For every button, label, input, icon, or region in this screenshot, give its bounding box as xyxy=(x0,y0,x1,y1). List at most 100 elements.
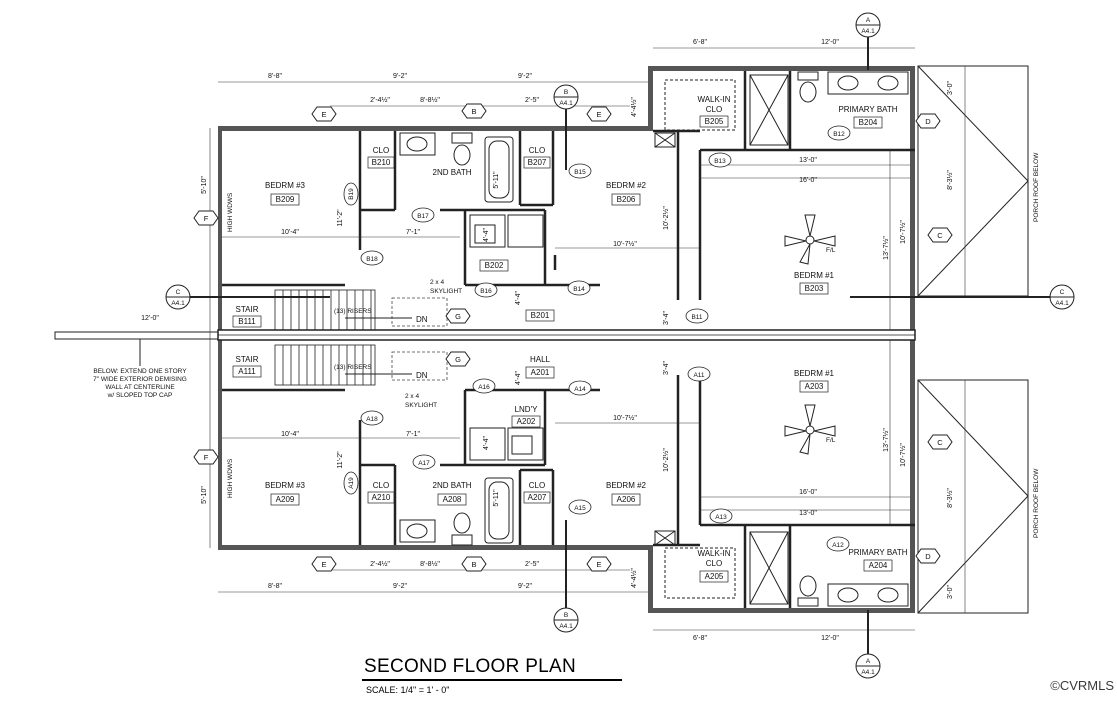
skylight-label: SKYLIGHT xyxy=(405,402,437,409)
svg-text:8'-8": 8'-8" xyxy=(268,73,282,80)
room-name: STAIR xyxy=(236,305,259,314)
room-tag: B111 xyxy=(238,317,256,326)
room-name: WALK-IN xyxy=(697,549,730,558)
svg-text:A4.1: A4.1 xyxy=(1055,300,1069,307)
room-tag: B206 xyxy=(617,195,636,204)
svg-text:B16: B16 xyxy=(480,288,492,295)
svg-text:10'-7½": 10'-7½" xyxy=(899,443,907,467)
fan-label: F/L xyxy=(826,437,836,444)
room-tag-boxes xyxy=(232,115,893,583)
risers-label: (13) RISERS xyxy=(334,364,372,371)
svg-text:B19: B19 xyxy=(348,188,355,200)
svg-text:A18: A18 xyxy=(366,416,378,423)
scale-label: SCALE: 1/4" = 1' - 0" xyxy=(366,685,449,695)
svg-text:A16: A16 xyxy=(478,384,490,391)
high-windows-label: HIGH WDWS xyxy=(227,458,234,498)
room-name: CLO xyxy=(373,481,389,490)
svg-text:C: C xyxy=(1060,289,1065,296)
svg-text:12'-0": 12'-0" xyxy=(141,315,159,322)
svg-text:13'-7½": 13'-7½" xyxy=(882,236,890,260)
demising-note: w/ SLOPED TOP CAP xyxy=(107,392,173,399)
page-title: SECOND FLOOR PLAN xyxy=(364,656,576,677)
svg-text:A4.1: A4.1 xyxy=(559,100,573,107)
svg-text:8'-3½": 8'-3½" xyxy=(946,488,954,508)
svg-text:E: E xyxy=(596,560,601,569)
svg-text:9'-2": 9'-2" xyxy=(393,583,407,590)
skylights xyxy=(391,297,448,381)
svg-text:2'-4½": 2'-4½" xyxy=(370,96,390,104)
room-name: LND'Y xyxy=(515,405,539,414)
svg-text:F: F xyxy=(204,214,209,223)
svg-text:12'-0": 12'-0" xyxy=(821,39,839,46)
svg-text:10'-2½": 10'-2½" xyxy=(662,448,670,472)
svg-text:B: B xyxy=(471,107,476,116)
skylight-label: 2 x 4 xyxy=(405,393,419,400)
svg-text:A17: A17 xyxy=(418,460,430,467)
down-label: DN xyxy=(416,371,428,380)
room-name: CLO xyxy=(706,559,722,568)
ceiling-fan-upper xyxy=(784,214,836,265)
svg-text:7'-1": 7'-1" xyxy=(406,431,420,438)
down-label: DN xyxy=(416,315,428,324)
room-tag: A208 xyxy=(443,495,462,504)
svg-text:E: E xyxy=(321,560,326,569)
svg-text:13'-0": 13'-0" xyxy=(799,510,817,517)
svg-text:6'-8": 6'-8" xyxy=(693,635,707,642)
svg-text:10'-7½": 10'-7½" xyxy=(613,414,637,422)
section-markers xyxy=(165,12,1075,679)
grid-tag-letters: E E E E B B F F D D C C G G xyxy=(204,107,944,569)
room-name: BEDRM #2 xyxy=(606,181,647,190)
high-windows-label: HIGH WDWS xyxy=(227,192,234,232)
room-tag: B202 xyxy=(485,261,504,270)
room-tag: A205 xyxy=(705,572,724,581)
room-name: HALL xyxy=(530,355,551,364)
room-name: 2ND BATH xyxy=(433,481,472,490)
svg-text:A: A xyxy=(866,17,871,24)
svg-text:B: B xyxy=(564,612,568,619)
svg-text:10'-7½": 10'-7½" xyxy=(613,240,637,248)
room-name: BEDRM #3 xyxy=(265,181,306,190)
dimension-labels: 8'-8" 9'-2" 9'-2" 6'-8" 12'-0" 2'-4½" 8'… xyxy=(141,39,954,642)
svg-text:B18: B18 xyxy=(366,256,378,263)
svg-text:A19: A19 xyxy=(348,477,355,489)
svg-text:A11: A11 xyxy=(693,372,704,379)
svg-text:10'-2½": 10'-2½" xyxy=(662,206,670,230)
svg-text:4'-4": 4'-4" xyxy=(515,371,522,385)
door-tags xyxy=(343,125,851,552)
svg-text:G: G xyxy=(455,355,461,364)
svg-text:B15: B15 xyxy=(574,169,586,176)
room-tag: B209 xyxy=(276,195,295,204)
svg-text:11'-2": 11'-2" xyxy=(337,209,344,227)
svg-text:2'-5": 2'-5" xyxy=(525,561,539,568)
svg-text:5'-11": 5'-11" xyxy=(493,489,500,507)
svg-text:10'-4": 10'-4" xyxy=(281,229,299,236)
room-tag: A206 xyxy=(617,495,636,504)
svg-text:13'-0": 13'-0" xyxy=(799,157,817,164)
svg-text:3'-4": 3'-4" xyxy=(663,361,670,375)
room-tag: A203 xyxy=(805,382,824,391)
svg-text:B13: B13 xyxy=(714,158,726,165)
svg-text:B14: B14 xyxy=(573,286,585,293)
dimension-lines xyxy=(209,47,966,631)
svg-text:16'-0": 16'-0" xyxy=(799,489,817,496)
svg-text:E: E xyxy=(596,110,601,119)
svg-text:3'-0": 3'-0" xyxy=(947,585,954,599)
room-name: STAIR xyxy=(236,355,259,364)
room-tag: A202 xyxy=(517,417,536,426)
room-labels: BEDRM #3 B209 CLO B210 2ND BATH CLO B207… xyxy=(236,95,908,581)
room-name: PRIMARY BATH xyxy=(838,105,897,114)
svg-text:11'-2": 11'-2" xyxy=(337,451,344,469)
svg-text:7'-1": 7'-1" xyxy=(406,229,420,236)
room-name: WALK-IN xyxy=(697,95,730,104)
section-marker-labels: A A4.1 A A4.1 B A4.1 B A4.1 C A4.1 C A4.… xyxy=(171,17,1069,676)
svg-text:A4.1: A4.1 xyxy=(861,669,875,676)
door-tag-labels: B11 B12 B13 B14 B15 B16 B17 B18 B19 A11 … xyxy=(348,131,845,549)
room-tag: A204 xyxy=(869,561,888,570)
svg-text:4'-4": 4'-4" xyxy=(515,291,522,305)
room-tag: B204 xyxy=(859,118,878,127)
demising-note: WALL AT CENTERLINE xyxy=(105,384,175,391)
svg-text:A: A xyxy=(866,658,871,665)
svg-text:4'-4": 4'-4" xyxy=(483,228,490,242)
room-tag: A111 xyxy=(238,367,256,376)
